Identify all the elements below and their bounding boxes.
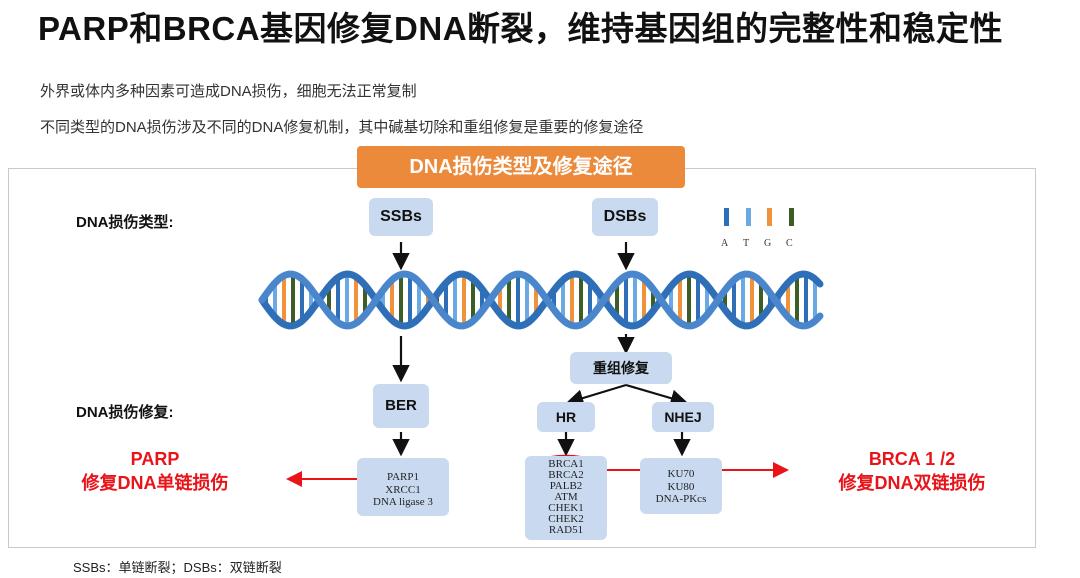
base-pair (732, 279, 736, 321)
base-legend-c: C (786, 238, 793, 249)
subtitle-line-1: 外界或体内多种因素可造成DNA损伤，细胞无法正常复制 (40, 83, 417, 100)
gene-name: PARP1 (386, 471, 419, 483)
page-title: PARP和BRCA基因修复DNA断裂，维持基因组的完整性和稳定性 (38, 10, 1004, 47)
base-pair (471, 279, 475, 321)
dsb-box: DSBs (592, 198, 658, 236)
base-pair (291, 274, 295, 326)
base-pair (813, 279, 817, 321)
base-pair (696, 276, 700, 324)
base-pair (408, 275, 412, 325)
hr-box: HR (537, 402, 595, 432)
damage-repair-label: DNA损伤修复: (76, 404, 174, 421)
base-pair (561, 279, 565, 321)
base-pair (354, 276, 358, 324)
ssb-box: SSBs (369, 198, 433, 236)
base-pair (345, 274, 349, 326)
gene-name: KU80 (667, 480, 695, 493)
base-pair (300, 279, 304, 321)
nhej-gene-list: KU70 KU80 DNA-PKcs (640, 458, 722, 514)
flow-arrows (392, 242, 691, 457)
brca-title: BRCA 1 /2 (868, 449, 956, 469)
base-pair (669, 286, 673, 314)
subtitle-line-2: 不同类型的DNA损伤涉及不同的DNA修复机制，其中碱基切除和重组修复是重要的修复… (40, 119, 644, 136)
base-legend-t: T (743, 238, 750, 249)
base-pair (642, 279, 646, 321)
gene-name: DNA-PKcs (655, 493, 707, 505)
base-pair (273, 282, 277, 318)
base-pair (444, 282, 448, 318)
gene-name: CHEK1 (548, 502, 584, 514)
brca-description: 修复DNA双链损伤 (838, 473, 986, 493)
ber-box: BER (373, 384, 429, 428)
gene-name: BRCA1 (548, 458, 584, 470)
base-pair (462, 274, 466, 326)
base-legend-g: G (764, 238, 772, 249)
damage-type-label: DNA损伤类型: (76, 214, 174, 231)
parp-description: 修复DNA单链损伤 (81, 473, 229, 493)
nhej-box: NHEJ (652, 402, 714, 432)
base-pair (804, 274, 808, 326)
base-pair (741, 274, 745, 326)
base-pair (516, 274, 520, 326)
parp-callout: PARP 修复DNA单链损伤 (60, 447, 250, 495)
gene-name: ATM (554, 491, 578, 503)
gene-name: PALB2 (549, 480, 583, 492)
base-pair (768, 292, 772, 308)
base-legend-a: A (721, 238, 729, 249)
base-pair (534, 285, 538, 315)
base-pair (750, 275, 754, 325)
dna-helix (258, 270, 824, 330)
base-pair (552, 290, 556, 310)
gene-name: BRCA2 (548, 469, 584, 481)
base-pair (309, 288, 313, 312)
base-pair (786, 282, 790, 318)
base-pair (723, 290, 727, 310)
gene-name: KU70 (667, 468, 695, 480)
base-pair (282, 275, 286, 325)
base-pair (570, 274, 574, 326)
base-pair (633, 274, 637, 326)
base-pair (687, 274, 691, 326)
gene-name: CHEK2 (548, 513, 584, 525)
gene-name: DNA ligase 3 (373, 496, 433, 508)
brca-callout: BRCA 1 /2 修复DNA双链损伤 (812, 447, 1012, 495)
base-pair (426, 292, 430, 308)
footnote: SSBs：单链断裂；DSBs：双链断裂 (73, 560, 282, 575)
base-pair (363, 285, 367, 315)
base-pair (597, 292, 601, 308)
helix-backbone (258, 270, 824, 330)
base-pair (759, 281, 763, 319)
ber-gene-list: PARP1 XRCC1 DNA ligase 3 (357, 458, 449, 516)
base-pair (336, 277, 340, 323)
gene-name: XRCC1 (385, 483, 421, 496)
diagram-banner: DNA损伤类型及修复途径 (357, 146, 685, 188)
base-pair (579, 275, 583, 325)
base-pair (498, 286, 502, 314)
recombination-repair-box: 重组修复 (570, 352, 672, 384)
base-pair (795, 275, 799, 325)
base-pair (417, 281, 421, 319)
base-pair (678, 277, 682, 323)
hr-gene-list: BRCA1 BRCA2 PALB2 ATM CHEK1 CHEK2 RAD51 (525, 456, 607, 540)
diagram-panel (8, 168, 1036, 548)
base-pair (507, 277, 511, 323)
base-pair (480, 288, 484, 312)
base-pair (705, 285, 709, 315)
helix-backbone (258, 270, 824, 330)
base-pair (399, 274, 403, 326)
base-pair (327, 286, 331, 314)
gene-name: RAD51 (548, 524, 584, 536)
base-pair (615, 282, 619, 318)
parp-title: PARP (130, 449, 180, 469)
base-pair (525, 276, 529, 324)
base-pair (390, 279, 394, 321)
base-pair (588, 281, 592, 319)
base-pair (381, 290, 385, 310)
base-legend-bars (724, 208, 794, 226)
base-pair (624, 275, 628, 325)
base-pair (453, 275, 457, 325)
base-pair (651, 288, 655, 312)
